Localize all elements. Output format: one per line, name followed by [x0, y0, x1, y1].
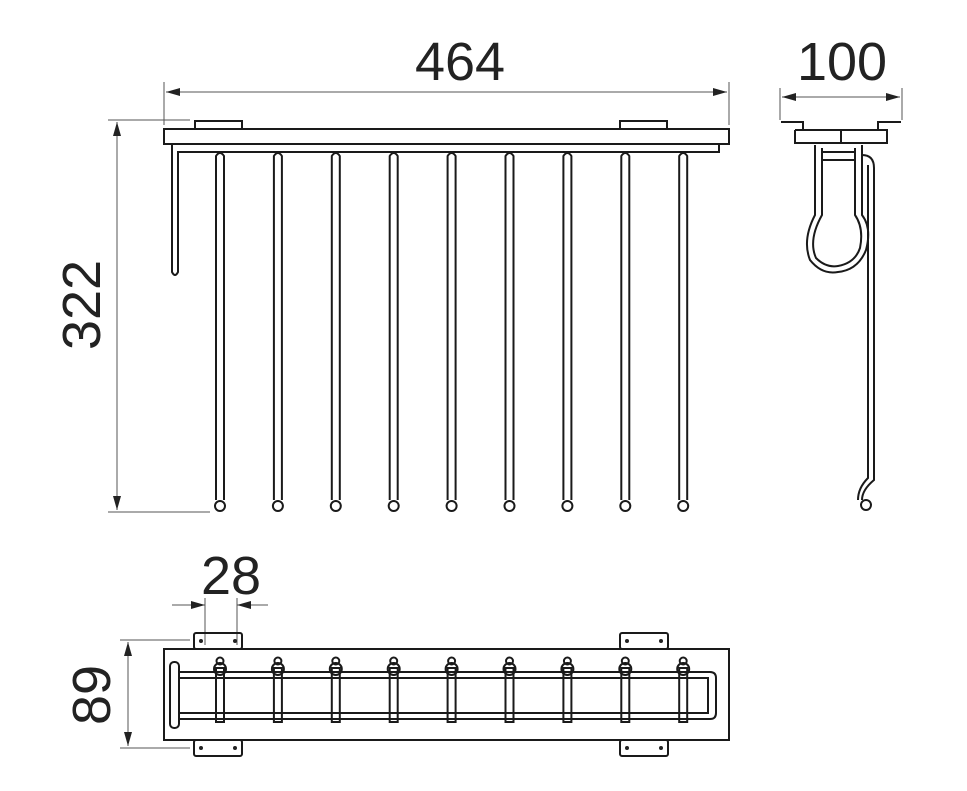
top-rail — [163, 128, 730, 145]
front-view: 464 322 — [52, 32, 730, 513]
hanger-rod — [214, 152, 226, 512]
rod-plan — [502, 656, 517, 723]
rail-depth-label: 89 — [62, 665, 122, 725]
rod-plan — [676, 656, 691, 723]
mounting-bracket — [619, 120, 668, 130]
mounting-bracket — [194, 120, 243, 130]
rods — [214, 152, 690, 512]
hanger-rod — [387, 152, 400, 512]
depth-label: 100 — [797, 32, 887, 92]
hanger-rod — [329, 152, 342, 512]
rod-plan — [213, 656, 227, 723]
rod-plan — [328, 656, 343, 723]
hanger-rod — [619, 152, 632, 512]
rod-spacing-label: 28 — [201, 546, 261, 606]
hanger-rod — [445, 152, 458, 512]
rod-plan — [386, 656, 401, 723]
side-view: 100 — [779, 32, 903, 511]
hanger-frame — [171, 145, 720, 276]
hanger-rod — [271, 152, 284, 512]
width-label: 464 — [415, 32, 505, 92]
hanger-rod — [677, 152, 690, 512]
hanger-rod — [503, 152, 516, 512]
rod-plan — [560, 656, 575, 723]
height-label: 322 — [52, 260, 112, 350]
rod-plan — [270, 656, 285, 723]
hanger-rod — [561, 152, 574, 512]
rod-plan — [444, 656, 459, 723]
plan-view: 28 89 — [62, 546, 730, 757]
rod-plan — [618, 656, 633, 723]
